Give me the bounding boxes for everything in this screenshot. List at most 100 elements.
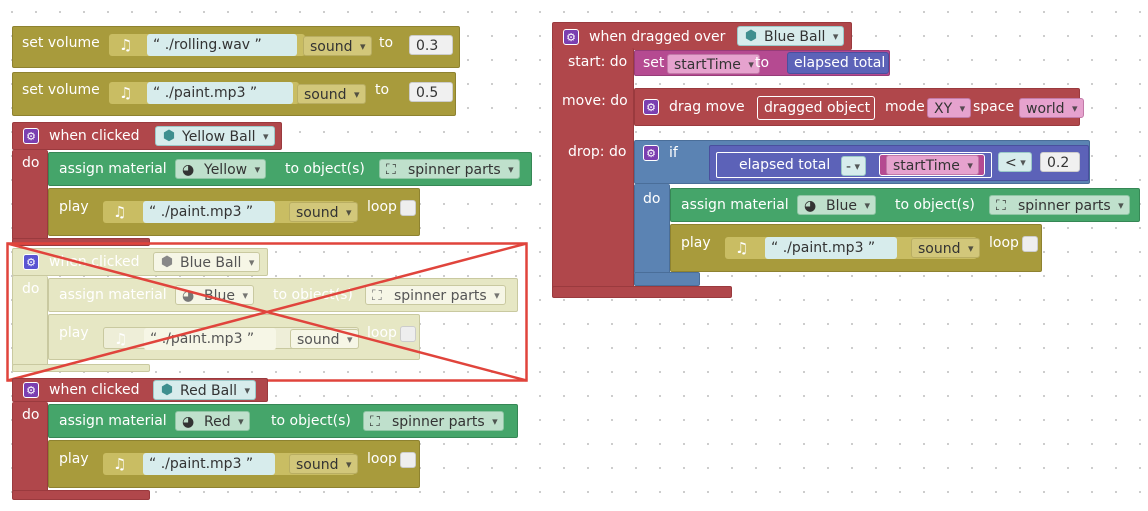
to-objects-label: to object(s) [285, 161, 365, 177]
when-clicked-blue-header[interactable]: ⚙ when clicked ⬢ Blue Ball [12, 248, 268, 276]
sound-type-dropdown[interactable]: sound [289, 454, 358, 475]
music-note-icon: ♫ [735, 239, 749, 257]
set-variable-block[interactable]: set startTime to elapsed total [634, 50, 890, 76]
group-icon: ⛶ [996, 198, 1006, 214]
loop-checkbox[interactable] [400, 452, 416, 468]
sound-file-input[interactable]: “ ./paint.mp3 ” [765, 237, 897, 259]
mode-label: mode [885, 99, 925, 115]
variable-dropdown[interactable]: startTime [667, 54, 760, 75]
when-clicked-red-header[interactable]: ⚙ when clicked ⬢ Red Ball [12, 378, 268, 402]
sound-type-dropdown[interactable]: sound [290, 329, 359, 350]
group-icon: ⛶ [372, 288, 382, 304]
set-volume-block-1[interactable]: set volume ♫ “ ./rolling.wav ” sound to … [12, 26, 460, 68]
blue-handler-footer [12, 364, 150, 372]
loop-label: loop [367, 199, 397, 215]
elapsed-total-block[interactable]: elapsed total [787, 52, 889, 74]
sound-file-text: ./paint.mp3 [160, 204, 242, 220]
material-dropdown[interactable]: ◕ Yellow [175, 159, 267, 180]
sound-type-dropdown[interactable]: sound [289, 202, 358, 223]
comparison-block[interactable]: elapsed total - startTime < 0.2 [709, 145, 1089, 181]
play-sound-block[interactable]: play ♫ “ ./paint.mp3 ” sound loop [48, 440, 420, 488]
sound-file-input[interactable]: “ ./paint.mp3 ” [147, 82, 293, 104]
when-dragged-header[interactable]: ⚙ when dragged over ⬢ Blue Ball [552, 22, 852, 50]
target-object-dropdown[interactable]: ⬢ Blue Ball [153, 252, 261, 273]
music-note-icon: ♫ [114, 330, 128, 348]
assign-material-label: assign material [681, 197, 789, 213]
cube-icon: ⬢ [160, 254, 174, 270]
set-volume-label: set volume [22, 35, 100, 51]
cube-icon: ⬢ [162, 128, 176, 144]
drag-move-label: drag move [669, 99, 745, 115]
set-label: set [643, 55, 665, 71]
operator-dropdown[interactable]: - [841, 156, 867, 177]
target-object-dropdown[interactable]: ⬢ Red Ball [153, 380, 257, 401]
gear-icon: ⚙ [643, 145, 659, 161]
if-block[interactable]: ⚙ if elapsed total - startTime < 0.2 [634, 140, 1090, 184]
material-dropdown[interactable]: ◕ Blue [175, 285, 254, 306]
drag-handler-footer [552, 286, 732, 298]
objects-text: spinner parts [1018, 198, 1111, 214]
sound-type-dropdown[interactable]: sound [911, 238, 980, 259]
do-label: do [22, 155, 40, 171]
loop-checkbox[interactable] [400, 200, 416, 216]
assign-material-block[interactable]: assign material ◕ Red to object(s) ⛶ spi… [48, 404, 518, 438]
play-sound-block[interactable]: play ♫ “ ./paint.mp3 ” sound loop [670, 224, 1042, 272]
objects-dropdown[interactable]: ⛶ spinner parts [989, 195, 1130, 216]
sound-file-input[interactable]: “ ./paint.mp3 ” [143, 453, 275, 475]
play-label: play [59, 451, 89, 467]
objects-dropdown[interactable]: ⛶ spinner parts [363, 411, 504, 432]
mode-dropdown[interactable]: XY [927, 98, 972, 119]
assign-material-label: assign material [59, 287, 167, 303]
sound-file-input[interactable]: “ ./paint.mp3 ” [143, 201, 275, 223]
material-dropdown[interactable]: ◕ Blue [797, 195, 876, 216]
target-object-text: Yellow Ball [182, 129, 256, 145]
space-dropdown[interactable]: world [1019, 98, 1084, 119]
when-clicked-yellow-header[interactable]: ⚙ when clicked ⬢ Yellow Ball [12, 122, 282, 150]
target-object-dropdown[interactable]: ⬢ Blue Ball [737, 26, 845, 47]
objects-dropdown[interactable]: ⛶ spinner parts [365, 285, 506, 306]
material-dropdown[interactable]: ◕ Red [175, 411, 250, 432]
loop-checkbox[interactable] [400, 326, 416, 342]
variable-get-block[interactable]: startTime [879, 154, 985, 176]
objects-dropdown[interactable]: ⛶ spinner parts [379, 159, 520, 180]
dragged-object-block[interactable]: dragged object [757, 96, 875, 120]
sound-slot[interactable]: ♫ “ ./rolling.wav ” [109, 34, 305, 56]
threshold-input[interactable]: 0.2 [1040, 152, 1080, 172]
to-objects-label: to object(s) [271, 413, 351, 429]
gear-icon: ⚙ [23, 254, 39, 270]
target-object-dropdown[interactable]: ⬢ Yellow Ball [155, 126, 275, 147]
drag-handler-body [552, 48, 634, 290]
assign-material-block[interactable]: assign material ◕ Blue to object(s) ⛶ sp… [48, 278, 518, 312]
subtract-block[interactable]: elapsed total - startTime [716, 152, 992, 178]
material-text: Blue [826, 198, 857, 214]
loop-checkbox[interactable] [1022, 236, 1038, 252]
loop-label: loop [367, 451, 397, 467]
assign-material-block[interactable]: assign material ◕ Blue to object(s) ⛶ sp… [670, 188, 1140, 222]
play-sound-block[interactable]: play ♫ “ ./paint.mp3 ” sound loop [48, 188, 420, 236]
sound-type-dropdown[interactable]: sound [303, 36, 372, 57]
assign-material-block[interactable]: assign material ◕ Yellow to object(s) ⛶ … [48, 152, 532, 186]
drag-move-block[interactable]: ⚙ drag move dragged object mode XY space… [634, 88, 1084, 126]
start-do-label: start: do [568, 54, 628, 70]
sound-slot[interactable]: ♫ “ ./paint.mp3 ” sound [725, 237, 980, 259]
sound-slot[interactable]: ♫ “ ./paint.mp3 ” [109, 82, 299, 104]
group-icon: ⛶ [370, 414, 380, 430]
to-objects-label: to object(s) [895, 197, 975, 213]
set-volume-block-2[interactable]: set volume ♫ “ ./paint.mp3 ” sound to 0.… [12, 72, 456, 116]
sound-type-dropdown[interactable]: sound [297, 84, 366, 105]
play-label: play [59, 325, 89, 341]
sound-slot[interactable]: ♫ “ ./paint.mp3 ” sound [103, 201, 358, 223]
sound-file-input[interactable]: “ ./rolling.wav ” [147, 34, 297, 56]
music-note-icon: ♫ [113, 455, 127, 473]
variable-dropdown[interactable]: startTime [886, 155, 979, 176]
cube-icon: ⬢ [744, 28, 758, 44]
material-text: Yellow [204, 162, 248, 178]
material-ball-icon: ◕ [182, 414, 195, 430]
volume-value-input[interactable]: 0.5 [409, 82, 453, 102]
volume-value-input[interactable]: 0.3 [409, 35, 453, 55]
if-label: if [669, 145, 678, 161]
sound-file-text: ./paint.mp3 [782, 240, 864, 256]
loop-label: loop [367, 325, 397, 341]
sound-slot[interactable]: ♫ “ ./paint.mp3 ” sound [103, 453, 358, 475]
compare-operator-dropdown[interactable]: < [998, 152, 1032, 173]
